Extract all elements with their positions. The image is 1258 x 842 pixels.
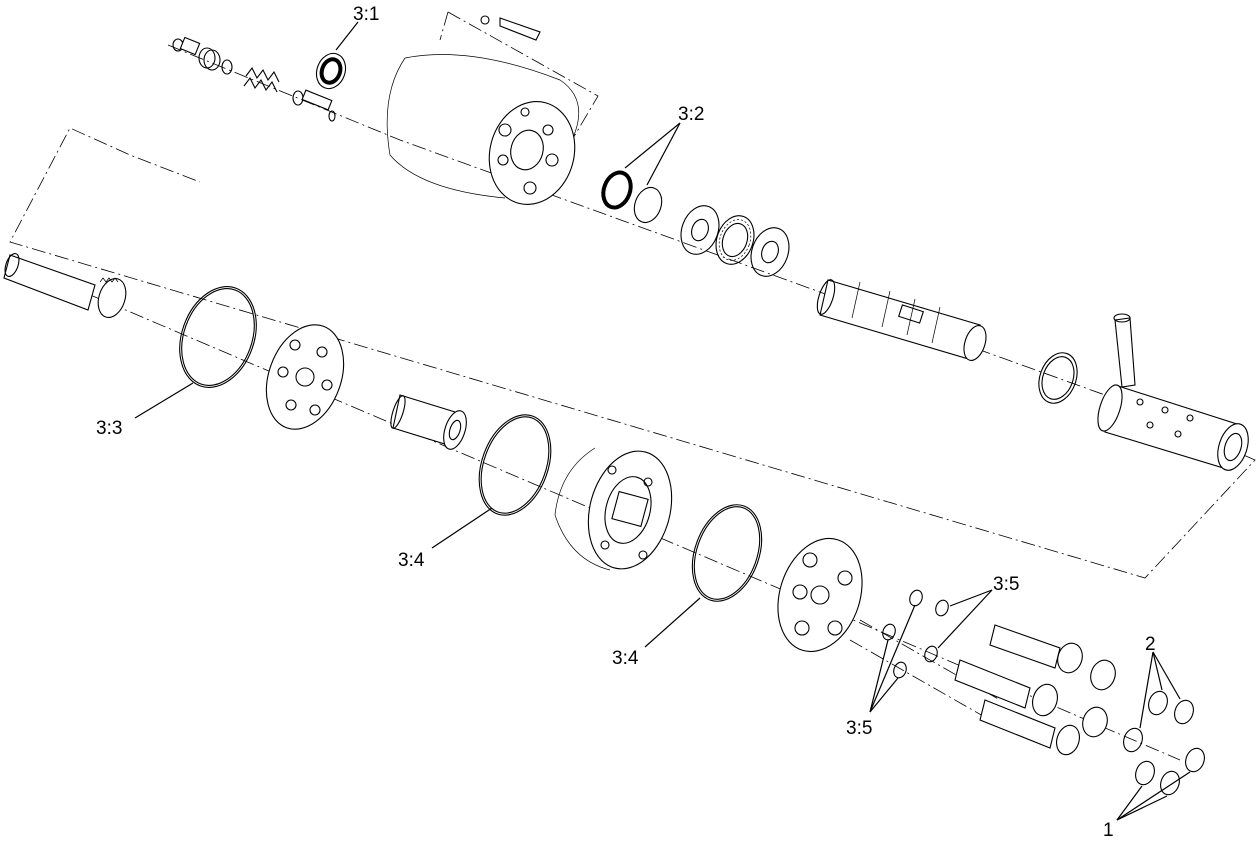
callout-1: 1 (1103, 820, 1114, 841)
callout-2: 2 (1145, 634, 1156, 655)
oring-3-4-a (478, 414, 552, 516)
callout-3-4-upper: 3:4 (398, 550, 425, 571)
pin-part (480, 15, 541, 41)
fittings (954, 624, 1116, 756)
housing-top (386, 54, 580, 205)
end-cover (777, 537, 863, 653)
rings-item-2 (1123, 690, 1194, 753)
callout-3-5-lower: 3:5 (846, 718, 872, 739)
callout-labels: 3:1 3:2 3:3 3:4 3:4 3:5 3:5 2 1 (96, 4, 1156, 841)
thrust-bearing-set (680, 205, 790, 277)
callout-3-5-upper: 3:5 (993, 574, 1019, 595)
callout-3-2: 3:2 (678, 104, 704, 125)
valve-sleeve (1097, 313, 1249, 471)
leader-lines (134, 21, 1191, 821)
shaft-oring (1038, 352, 1078, 404)
seals-3-2 (601, 170, 663, 224)
seals-3-5 (882, 589, 949, 679)
oring-3-4-b (691, 504, 763, 602)
wear-plate (265, 324, 345, 430)
gerotor-housing (554, 447, 673, 571)
callout-3-3: 3:3 (96, 418, 122, 439)
relief-valve-parts (172, 36, 336, 122)
seal-3-1 (315, 52, 347, 90)
callout-3-4-lower: 3:4 (612, 648, 639, 669)
output-shaft-spool (816, 279, 987, 361)
callout-3-1: 3:1 (353, 4, 379, 25)
drive-link (390, 394, 467, 450)
oring-3-3 (179, 286, 257, 388)
input-shaft (3, 252, 127, 318)
rings-item-1 (1135, 747, 1205, 796)
